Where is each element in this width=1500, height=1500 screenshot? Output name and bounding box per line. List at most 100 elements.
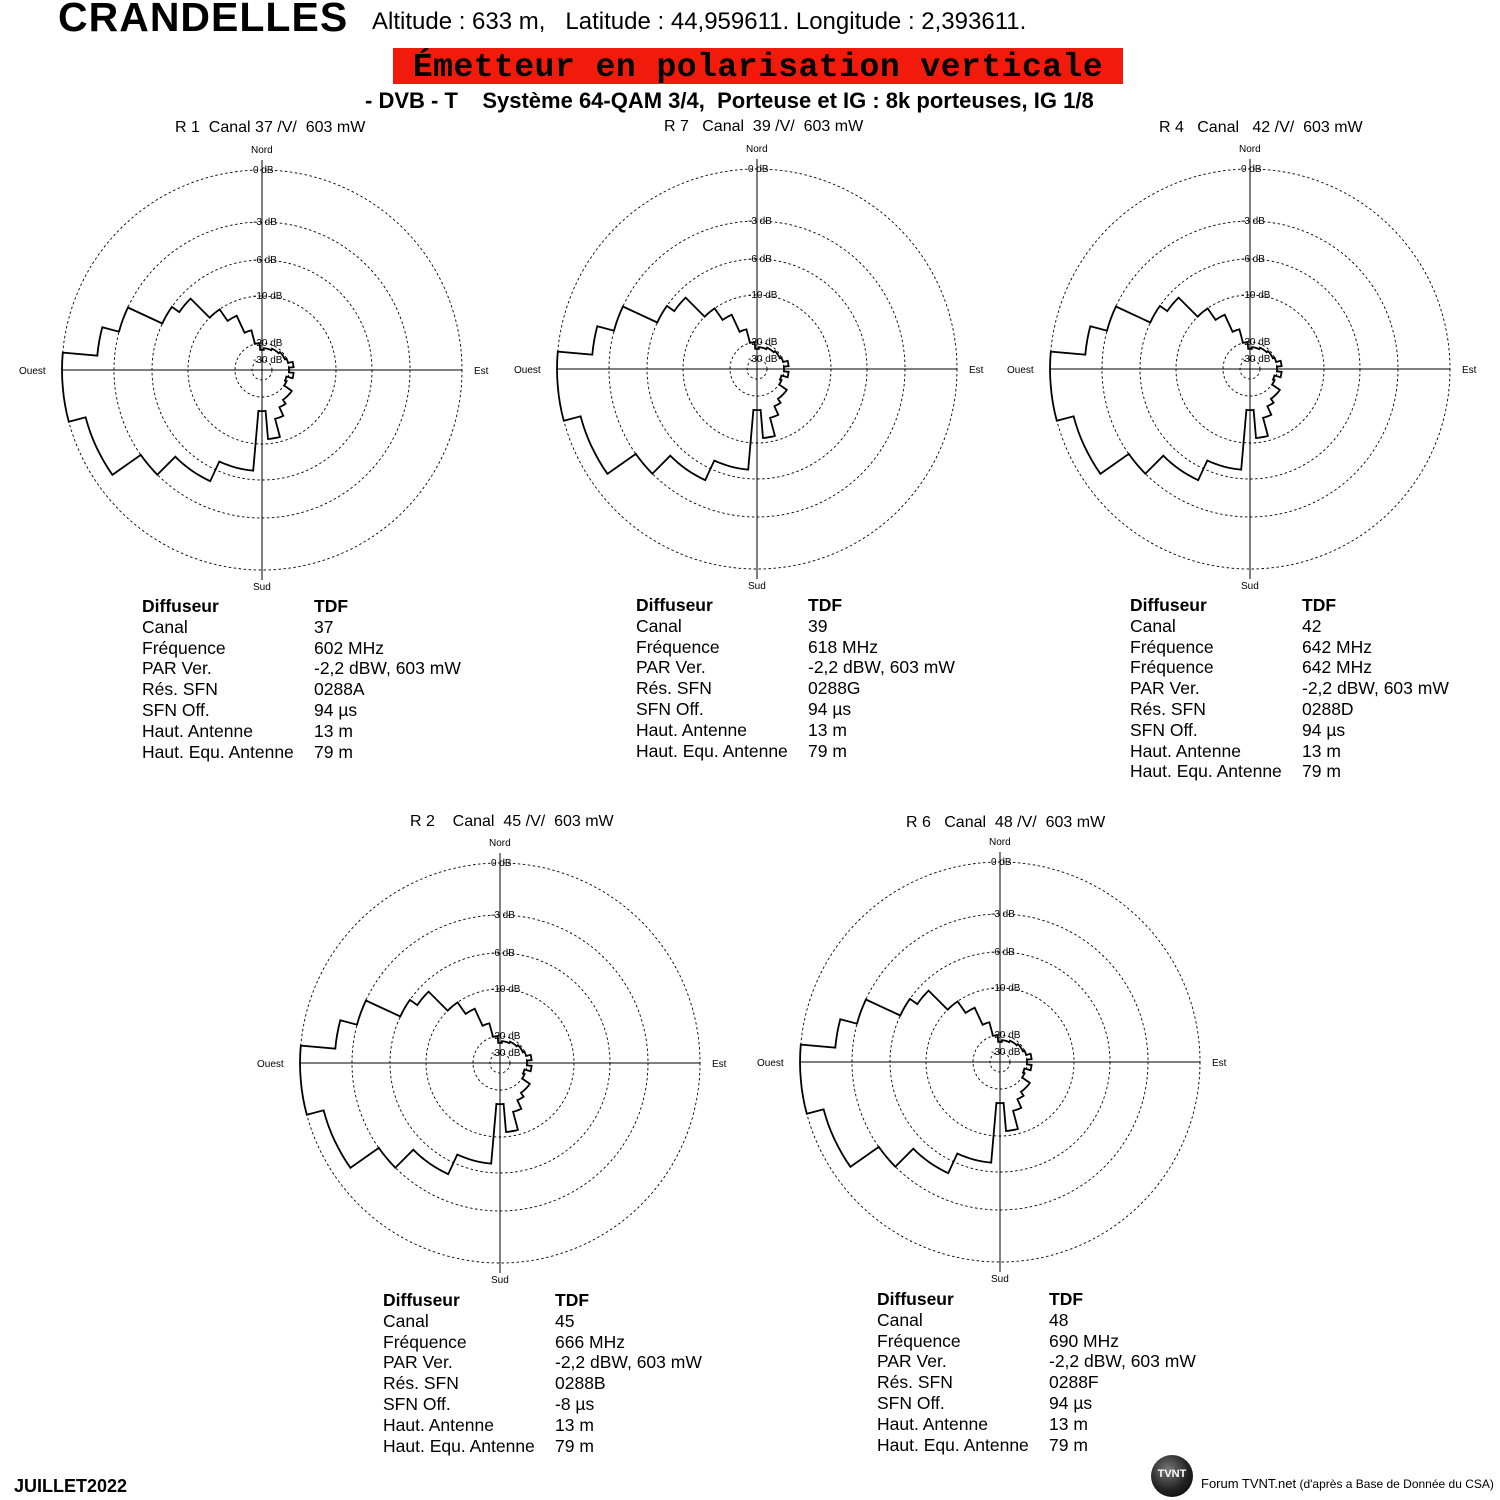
compass-east: Est xyxy=(1462,365,1477,376)
polarisation-banner-text: Émetteur en polarisation verticale xyxy=(412,49,1104,86)
ring-m3db xyxy=(351,914,649,1212)
info-row: SFN Off.94 µs xyxy=(636,699,996,720)
info-row: Canal 48 xyxy=(877,1310,1237,1331)
ring-m20db xyxy=(972,1034,1028,1090)
info-value: TDF xyxy=(1049,1289,1084,1309)
compass-west: Ouest xyxy=(757,1058,784,1069)
info-value: 13 m xyxy=(555,1414,594,1435)
compass-south: Sud xyxy=(748,581,766,592)
info-value: 79 m xyxy=(1302,761,1341,782)
info-value: 13 m xyxy=(1302,740,1341,761)
ring-label: 0 dB xyxy=(1241,164,1262,175)
info-value: 666 MHz xyxy=(555,1331,626,1352)
ring-label: -20 dB xyxy=(253,338,283,349)
info-value: 602 MHz xyxy=(314,637,385,658)
info-row: SFN Off.94 µs xyxy=(1130,720,1490,741)
ring-label: -20 dB xyxy=(748,337,778,348)
info-value: 48 xyxy=(1049,1309,1069,1330)
info-value: 642 MHz xyxy=(1302,636,1373,657)
info-value: -2,2 dBW, 603 mW xyxy=(1049,1351,1196,1372)
info-row: PAR Ver.-2,2 dBW, 603 mW xyxy=(877,1351,1237,1372)
ring-label: -30 dB xyxy=(253,355,283,366)
info-label: Haut. Equ. Antenne xyxy=(636,740,788,761)
info-value: TDF xyxy=(1302,595,1337,615)
info-label: Rés. SFN xyxy=(1130,698,1206,719)
info-label: Diffuseur xyxy=(877,1289,954,1309)
info-value: 45 xyxy=(555,1310,575,1331)
radiation-pattern xyxy=(799,989,1033,1175)
info-label: SFN Off. xyxy=(383,1393,451,1414)
compass-west: Ouest xyxy=(514,365,541,376)
info-value: 42 xyxy=(1302,615,1322,636)
info-row: PAR Ver. -2,2 dBW, 603 mW xyxy=(383,1352,743,1373)
info-label: Diffuseur xyxy=(142,596,219,616)
info-label: Canal xyxy=(877,1309,923,1330)
info-label: PAR Ver. xyxy=(1130,678,1200,699)
info-value: 0288G xyxy=(808,678,861,699)
info-row: Haut. Antenne 13 m xyxy=(1130,741,1490,762)
info-row: PAR Ver. -2,2 dBW, 603 mW xyxy=(636,657,996,678)
info-row: SFN Off.94 µs xyxy=(877,1393,1237,1414)
ring-label: 0 dB xyxy=(491,858,512,869)
ring-0db xyxy=(799,861,1201,1263)
info-label: PAR Ver. xyxy=(383,1352,453,1373)
ring-label: -10 dB xyxy=(491,984,521,995)
info-row: Haut. Equ. Antenne 79 m xyxy=(636,741,996,762)
info-value: 39 xyxy=(808,615,828,636)
date-label: JUILLET2022 xyxy=(14,1476,128,1496)
credit-line: Forum TVNT.net (d'après a Base de Donnée… xyxy=(1201,1476,1494,1491)
ring-m20db xyxy=(729,341,785,397)
info-label: Canal xyxy=(1130,615,1176,636)
info-value: -2,2 dBW, 603 mW xyxy=(555,1352,702,1373)
ring-label: -10 dB xyxy=(748,290,778,301)
ring-label: -10 dB xyxy=(991,983,1021,994)
info-value: 79 m xyxy=(808,740,847,761)
ring-label: 0 dB xyxy=(253,165,274,176)
ring-m10db xyxy=(925,987,1075,1137)
compass-west: Ouest xyxy=(1007,365,1034,376)
info-row: Fréquence 666 MHz xyxy=(383,1332,743,1353)
info-label: Fréquence xyxy=(1130,657,1214,678)
ring-0db xyxy=(1049,168,1451,570)
compass-east: Est xyxy=(474,366,489,377)
compass-west: Ouest xyxy=(257,1059,284,1070)
plot-title: R 6 Canal 48 /V/ 603 mW xyxy=(906,814,1106,831)
info-label: Haut. Antenne xyxy=(383,1414,494,1435)
ring-label: -3 dB xyxy=(491,910,515,921)
compass-north: Nord xyxy=(989,837,1011,848)
info-label: Fréquence xyxy=(142,637,226,658)
info-label: Rés. SFN xyxy=(877,1372,953,1393)
info-value: -2,2 dBW, 603 mW xyxy=(808,657,955,678)
info-label: Canal xyxy=(383,1310,429,1331)
info-label: Canal xyxy=(142,616,188,637)
info-label: PAR Ver. xyxy=(636,657,706,678)
info-row: PAR Ver.-2,2 dBW, 603 mW xyxy=(142,658,502,679)
system-description: - DVB - T Système 64-QAM 3/4, Porteuse e… xyxy=(365,88,1094,113)
info-value: 37 xyxy=(314,616,334,637)
info-label: Rés. SFN xyxy=(383,1373,459,1394)
info-label: Haut. Antenne xyxy=(1130,740,1241,761)
info-label: Fréquence xyxy=(383,1331,467,1352)
credit-main: Forum TVNT.net xyxy=(1201,1476,1297,1491)
info-value: 618 MHz xyxy=(808,636,879,657)
ring-m10db xyxy=(682,294,832,444)
polarisation-banner: Émetteur en polarisation verticale xyxy=(393,48,1123,86)
info-label: Haut. Antenne xyxy=(877,1413,988,1434)
ring-m6db xyxy=(389,952,611,1174)
info-value: 13 m xyxy=(808,719,847,740)
ring-m3db xyxy=(851,913,1149,1211)
ring-label: -3 dB xyxy=(991,909,1015,920)
ring-label: -20 dB xyxy=(991,1030,1021,1041)
info-value: 13 m xyxy=(1049,1413,1088,1434)
